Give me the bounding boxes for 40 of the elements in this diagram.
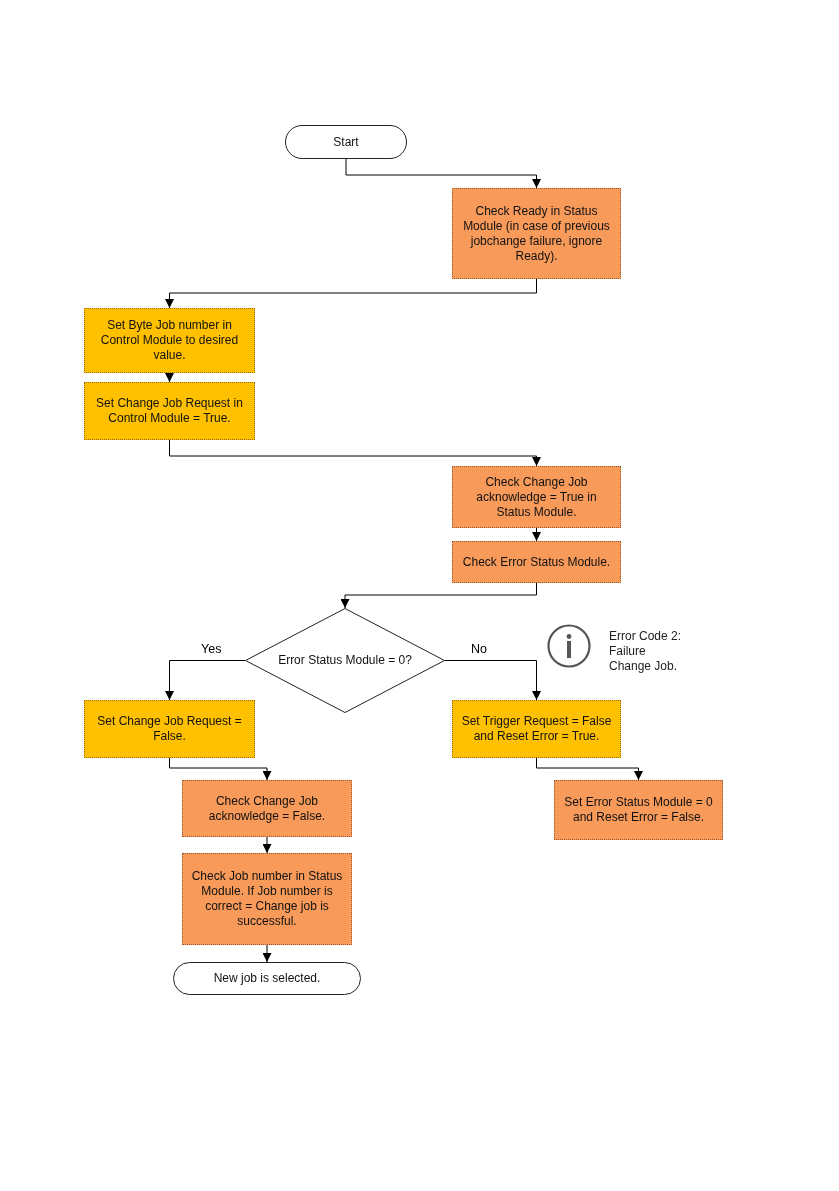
arrow	[345, 158, 541, 189]
process-box	[84, 308, 255, 373]
arrow	[169, 757, 272, 781]
arrow	[262, 944, 272, 963]
edge-label: No	[469, 642, 489, 656]
arrow	[262, 836, 272, 854]
step-text: Check Change Job acknowledge = False.	[207, 793, 327, 824]
arrow	[165, 278, 537, 309]
terminal-box	[173, 962, 361, 995]
arrow	[444, 660, 541, 701]
process-box	[182, 853, 352, 945]
step-text: Error Status Module = 0?	[278, 653, 412, 668]
process-box	[452, 541, 621, 583]
step-text: Set Byte Job number in Control Module to desired value.	[99, 318, 240, 363]
step-text: Set Error Status Module = 0 and Reset Error = False.	[563, 795, 714, 825]
process-box	[452, 466, 621, 528]
step-text: Check Change Job acknowledge = True in Status Module.	[475, 474, 598, 520]
step-text: Set Trigger Request = False and Reset Error = True.	[461, 714, 612, 744]
process-box	[452, 188, 621, 279]
arrow	[165, 372, 174, 383]
process-box	[554, 780, 723, 840]
step-text: Check Error Status Module.	[462, 554, 611, 570]
process-box	[84, 700, 255, 758]
step-text: Check Ready in Status Module (in case of previous jobchange failure, ignore Ready).	[462, 203, 611, 264]
step-text: Check Job number in Status Module. If Job number is correct = Change job is successful.	[191, 869, 343, 929]
process-box	[84, 382, 255, 440]
arrow	[340, 582, 537, 609]
note-text: Error Code 2: Failure Change Job.	[609, 629, 683, 674]
terminal-box	[285, 125, 407, 159]
arrow	[532, 527, 541, 542]
arrow	[536, 757, 643, 781]
process-box	[182, 780, 352, 837]
process-box	[452, 700, 621, 758]
edge-label: Yes	[199, 642, 224, 656]
step-text: Set Change Job Request = False.	[96, 714, 243, 744]
step-text: Start	[333, 134, 359, 150]
arrow	[169, 439, 541, 467]
step-text: Set Change Job Request in Control Module = True.	[95, 396, 244, 426]
arrow	[165, 660, 246, 701]
step-text: New job is selected.	[213, 971, 321, 986]
